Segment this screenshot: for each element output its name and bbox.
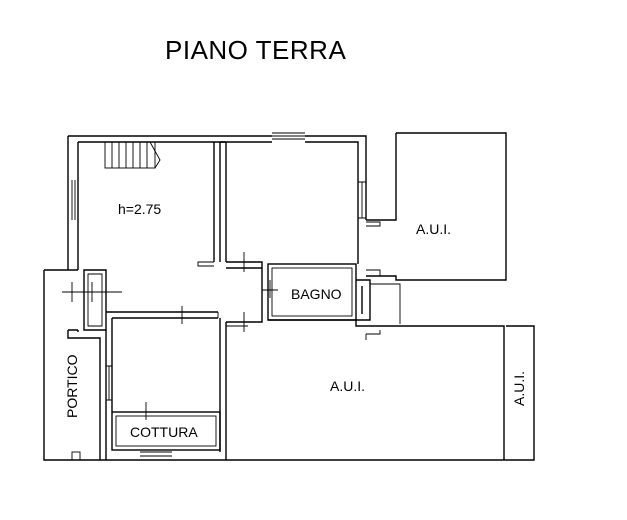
aui-top-box [366, 132, 507, 281]
room-label-portico: PORTICO [64, 354, 80, 418]
partition-2 [220, 141, 227, 262]
window-west [71, 180, 76, 220]
portico-area [43, 269, 122, 461]
room-height-label: h=2.75 [118, 201, 161, 217]
window-east [358, 181, 366, 219]
south-wall [100, 325, 535, 461]
partition-1 [213, 142, 221, 262]
staircase [104, 141, 161, 169]
room-label-aui-top: A.U.I. [416, 221, 451, 237]
room-label-aui-side: A.U.I. [511, 371, 527, 406]
plan-title: PIANO TERRA [165, 35, 346, 65]
east-connectors [356, 279, 371, 321]
room-label-cottura: COTTURA [130, 424, 198, 440]
lower-left-walls [105, 306, 219, 460]
room-label-aui-main: A.U.I. [330, 378, 365, 394]
house-outer-walls [67, 135, 367, 460]
room-label-bagno: BAGNO [291, 286, 342, 302]
aui-main-room [219, 312, 505, 460]
door-corridor-top [234, 252, 254, 272]
window-north [272, 132, 305, 140]
